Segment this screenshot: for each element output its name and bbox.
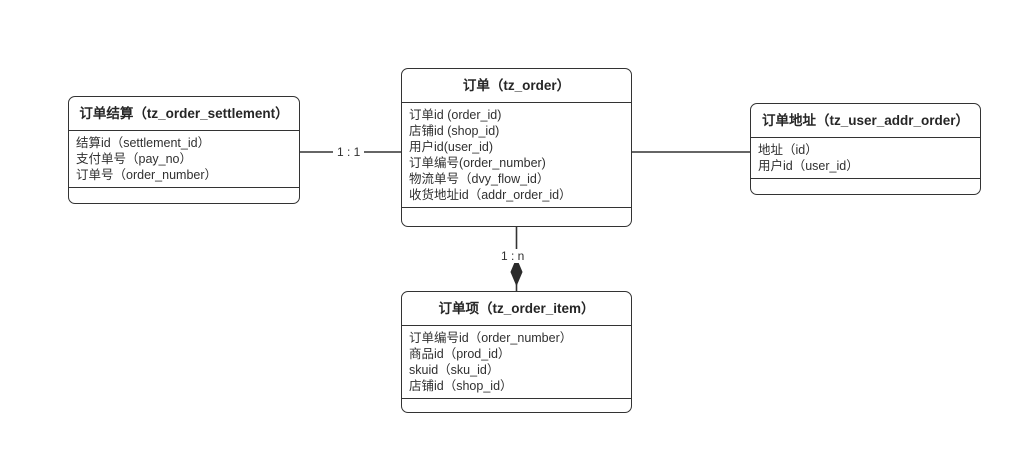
entity-attribute: 用户id（user_id） [758,159,859,174]
entity-tz-order[interactable]: 订单（tz_order） 订单id (order_id) 店铺id (shop_… [401,68,632,227]
entity-attribute: 店铺id (shop_id) [409,124,500,139]
relationship-label-one-to-many: 1 : n [497,249,529,263]
entity-attribute: 商品id（prod_id） [409,347,511,362]
entity-tz-order-item[interactable]: 订单项（tz_order_item） 订单编号id（order_number） … [401,291,632,413]
entity-attribute: 用户id(user_id) [409,140,494,155]
entity-attribute: 店铺id（shop_id） [409,379,513,394]
entity-title: 订单结算（tz_order_settlement） [69,97,299,132]
entity-attribute: 订单id (order_id) [409,108,502,123]
entity-title: 订单（tz_order） [402,69,631,104]
entity-tz-user-addr-order[interactable]: 订单地址（tz_user_addr_order） 地址（id） 用户id（use… [750,103,981,195]
entity-attribute-list: 订单编号id（order_number） 商品id（prod_id） skuid… [402,326,631,400]
entity-attribute: skuid（sku_id） [409,363,500,378]
entity-attribute: 结算id（settlement_id） [76,136,211,151]
entity-attribute: 订单号（order_number） [76,168,218,183]
entity-attribute: 订单编号(order_number) [409,156,546,171]
entity-footer-section [69,188,299,203]
entity-footer-section [751,179,980,194]
entity-attribute-list: 订单id (order_id) 店铺id (shop_id) 用户id(user… [402,103,631,209]
entity-attribute: 物流单号（dvy_flow_id） [409,172,550,187]
relationship-label-one-to-one: 1 : 1 [333,145,365,159]
entity-footer-section [402,208,631,226]
entity-attribute: 地址（id） [758,143,818,158]
entity-attribute-list: 地址（id） 用户id（user_id） [751,138,980,180]
entity-attribute: 收货地址id（addr_order_id） [409,188,572,203]
entity-attribute: 支付单号（pay_no） [76,152,193,167]
entity-attribute: 订单编号id（order_number） [409,331,573,346]
entity-footer-section [402,399,631,412]
entity-tz-order-settlement[interactable]: 订单结算（tz_order_settlement） 结算id（settlemen… [68,96,300,204]
entity-title: 订单项（tz_order_item） [402,292,631,327]
entity-attribute-list: 结算id（settlement_id） 支付单号（pay_no） 订单号（ord… [69,131,299,189]
entity-title: 订单地址（tz_user_addr_order） [751,104,980,139]
